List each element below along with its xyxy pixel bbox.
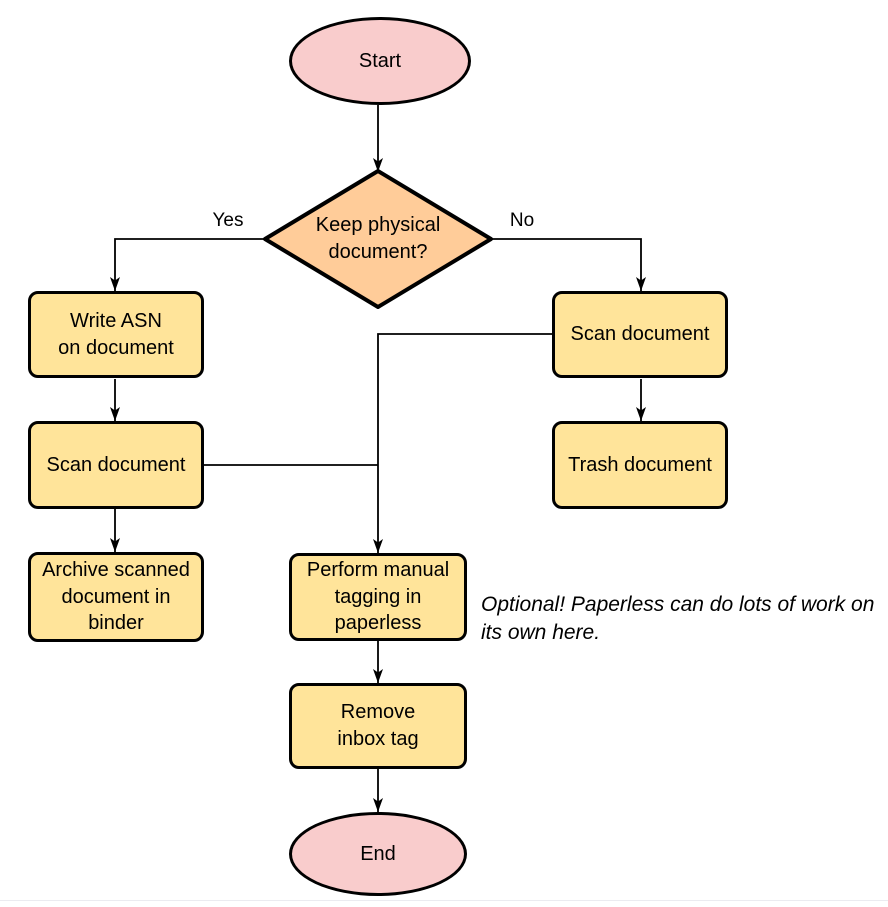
node-label: Write ASN on document	[58, 309, 174, 359]
annotation-note: Optional! Paperless can do lots of work …	[481, 593, 875, 644]
node-end: End	[289, 812, 467, 896]
node-label: Perform manual tagging in paperless	[306, 559, 450, 635]
node-decision-label: Keep physical document?	[315, 214, 441, 263]
node-manual-tagging: Perform manual tagging in paperless	[289, 553, 467, 641]
node-start: Start	[289, 17, 471, 105]
node-write-asn: Write ASN on document	[28, 291, 204, 378]
node-label: Start	[358, 49, 402, 72]
edge-scan-right-to-tagging	[373, 333, 552, 553]
node-label: Archive scanned document in binder	[42, 559, 190, 635]
node-label: Scan document	[570, 323, 710, 346]
edge-label-no: No	[509, 210, 535, 231]
node-label: Remove inbox tag	[337, 701, 419, 750]
edge-decision-yes-to-write-asn	[110, 238, 265, 291]
node-archive-in-binder: Archive scanned document in binder	[28, 552, 204, 642]
node-label: Trash document	[568, 453, 712, 476]
edge-decision-no-to-scan-right	[491, 238, 646, 291]
node-label: End	[360, 842, 396, 865]
node-label: Scan document	[46, 453, 186, 476]
node-trash-document: Trash document	[552, 421, 728, 509]
decision-diamond-shape	[263, 169, 493, 309]
node-scan-document-left: Scan document	[28, 421, 204, 509]
node-remove-inbox-tag: Remove inbox tag	[289, 683, 467, 769]
edge-label-yes: Yes	[212, 210, 244, 231]
bottom-divider	[0, 900, 888, 901]
node-scan-document-right: Scan document	[552, 291, 728, 378]
